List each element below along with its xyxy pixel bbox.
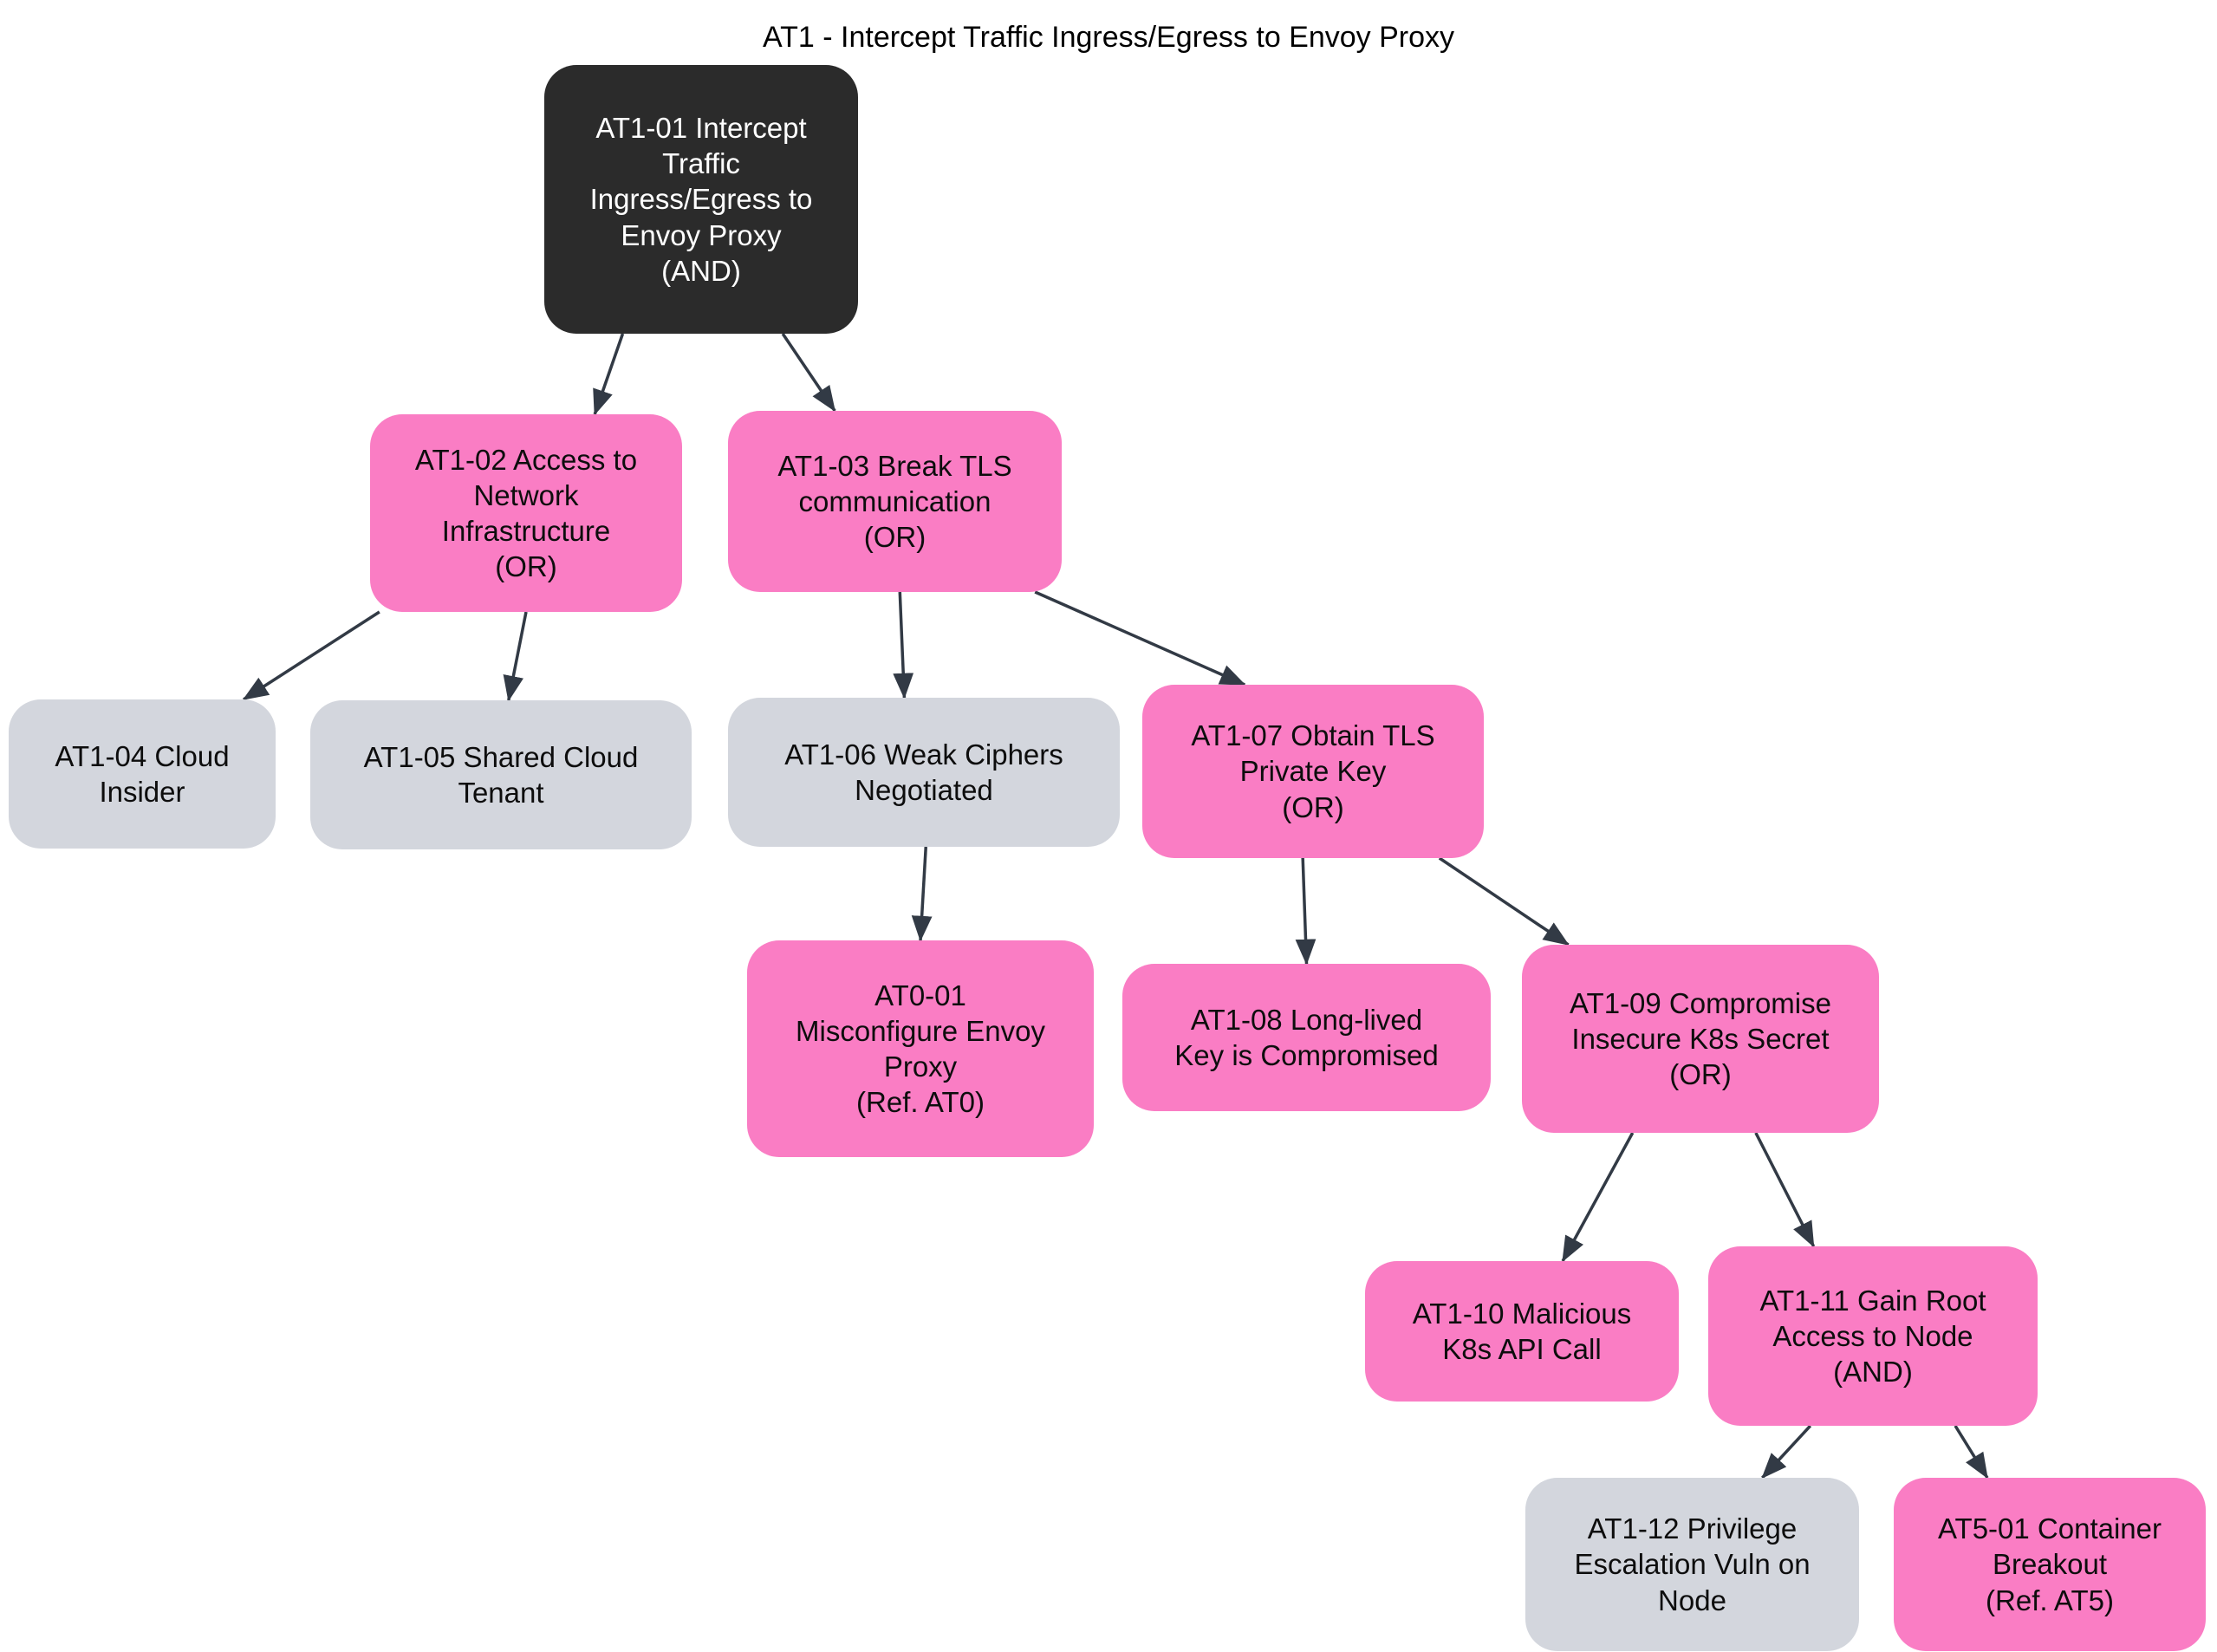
edge-at1-03-to-at1-06 [893, 591, 914, 699]
edge-at1-06-to-at0-01 [911, 846, 933, 942]
edge-at1-07-to-at1-09 [1438, 856, 1570, 946]
node-at1-07: AT1-07 Obtain TLS Private Key (OR) [1142, 685, 1484, 858]
edge-at1-11-to-at1-12 [1761, 1424, 1812, 1480]
node-label: AT1-05 Shared Cloud Tenant [363, 740, 639, 809]
node-at1-01: AT1-01 Intercept Traffic Ingress/Egress … [544, 65, 858, 334]
edge-at1-03-to-at1-07 [1034, 590, 1246, 686]
edge-at1-09-to-at1-11 [1754, 1132, 1816, 1248]
node-at1-08: AT1-08 Long-lived Key is Compromised [1122, 964, 1491, 1111]
node-label: AT1-01 Intercept Traffic Ingress/Egress … [589, 111, 813, 287]
node-label: AT1-10 Malicious K8s API Call [1412, 1297, 1632, 1365]
edge-at1-02-to-at1-04 [242, 610, 380, 701]
node-at1-10: AT1-10 Malicious K8s API Call [1365, 1261, 1679, 1402]
node-at1-06: AT1-06 Weak Ciphers Negotiated [728, 698, 1120, 847]
node-label: AT1-07 Obtain TLS Private Key (OR) [1191, 719, 1435, 823]
node-at1-11: AT1-11 Gain Root Access to Node (AND) [1708, 1246, 2038, 1426]
edge-at1-11-to-at5-01 [1954, 1425, 1989, 1480]
edge-at1-07-to-at1-08 [1295, 857, 1317, 966]
edge-at1-09-to-at1-10 [1561, 1132, 1635, 1263]
node-label: AT1-04 Cloud Insider [55, 739, 230, 808]
node-at0-01: AT0-01 Misconfigure Envoy Proxy (Ref. AT… [747, 940, 1094, 1157]
node-label: AT1-08 Long-lived Key is Compromised [1174, 1003, 1439, 1071]
node-label: AT1-12 Privilege Escalation Vuln on Node [1574, 1512, 1811, 1616]
node-label: AT1-02 Access to Network Infrastructure … [414, 443, 638, 583]
node-label: AT1-11 Gain Root Access to Node (AND) [1759, 1284, 1986, 1389]
node-at1-02: AT1-02 Access to Network Infrastructure … [370, 414, 682, 612]
edge-at1-01-to-at1-02 [593, 333, 625, 416]
edge-at1-02-to-at1-05 [503, 611, 528, 702]
node-label: AT5-01 Container Breakout (Ref. AT5) [1937, 1512, 2162, 1616]
node-at1-12: AT1-12 Privilege Escalation Vuln on Node [1525, 1478, 1859, 1651]
diagram-title: AT1 - Intercept Traffic Ingress/Egress t… [762, 21, 1455, 54]
node-at1-05: AT1-05 Shared Cloud Tenant [310, 700, 692, 849]
node-at5-01: AT5-01 Container Breakout (Ref. AT5) [1894, 1478, 2206, 1651]
node-label: AT0-01 Misconfigure Envoy Proxy (Ref. AT… [796, 979, 1045, 1119]
node-at1-09: AT1-09 Compromise Insecure K8s Secret (O… [1522, 945, 1879, 1133]
node-at1-03: AT1-03 Break TLS communication (OR) [728, 411, 1062, 592]
edge-at1-01-to-at1-03 [781, 333, 836, 413]
node-at1-04: AT1-04 Cloud Insider [9, 699, 276, 849]
node-label: AT1-06 Weak Ciphers Negotiated [784, 738, 1063, 806]
node-label: AT1-03 Break TLS communication (OR) [777, 449, 1012, 554]
node-label: AT1-09 Compromise Insecure K8s Secret (O… [1570, 986, 1831, 1091]
